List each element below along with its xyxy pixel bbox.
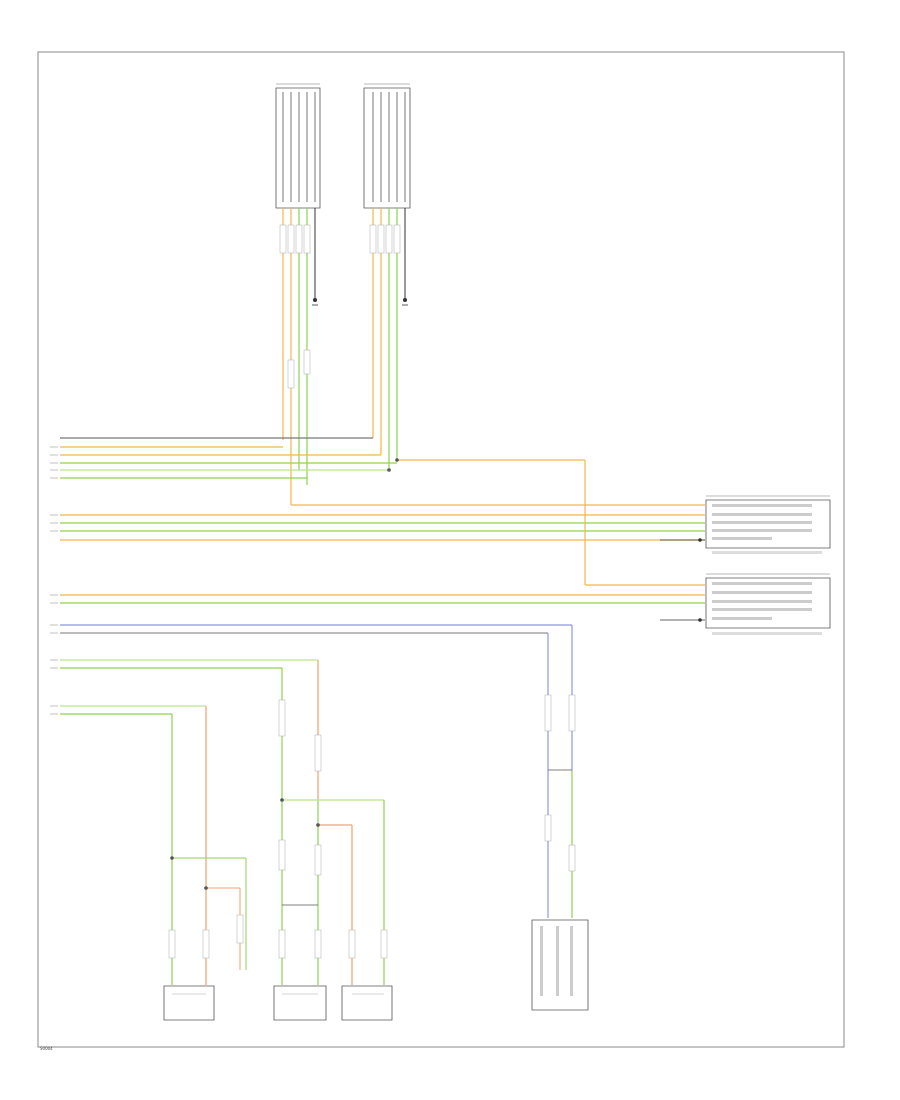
diagram-frame bbox=[37, 51, 845, 1048]
page-code: S0004 bbox=[40, 1046, 53, 1051]
top-ground-symbols bbox=[312, 298, 408, 306]
right-block-ground-ticks bbox=[660, 538, 705, 622]
left-seat-cushion-heater bbox=[341, 985, 393, 1021]
upper-right-run bbox=[291, 458, 705, 586]
lower-right-module-connector bbox=[531, 919, 589, 1011]
right-seat-connector bbox=[363, 83, 411, 209]
left-bus-wires bbox=[60, 437, 705, 715]
left-seat-connector bbox=[275, 83, 321, 209]
left-seat-module-connector-upper bbox=[705, 573, 831, 635]
left-connector-wires bbox=[279, 208, 316, 505]
left-seat-back-heater bbox=[273, 985, 327, 1021]
blue-green-verticals bbox=[544, 625, 576, 918]
left-bus-terminals bbox=[50, 446, 58, 715]
lower-middle-heater-wires bbox=[278, 660, 388, 985]
lower-left-heater-wires bbox=[168, 706, 247, 985]
right-seat-module-connector-upper bbox=[705, 495, 831, 554]
right-seat-cushion-heater bbox=[163, 985, 215, 1021]
right-connector-wires bbox=[369, 208, 406, 470]
